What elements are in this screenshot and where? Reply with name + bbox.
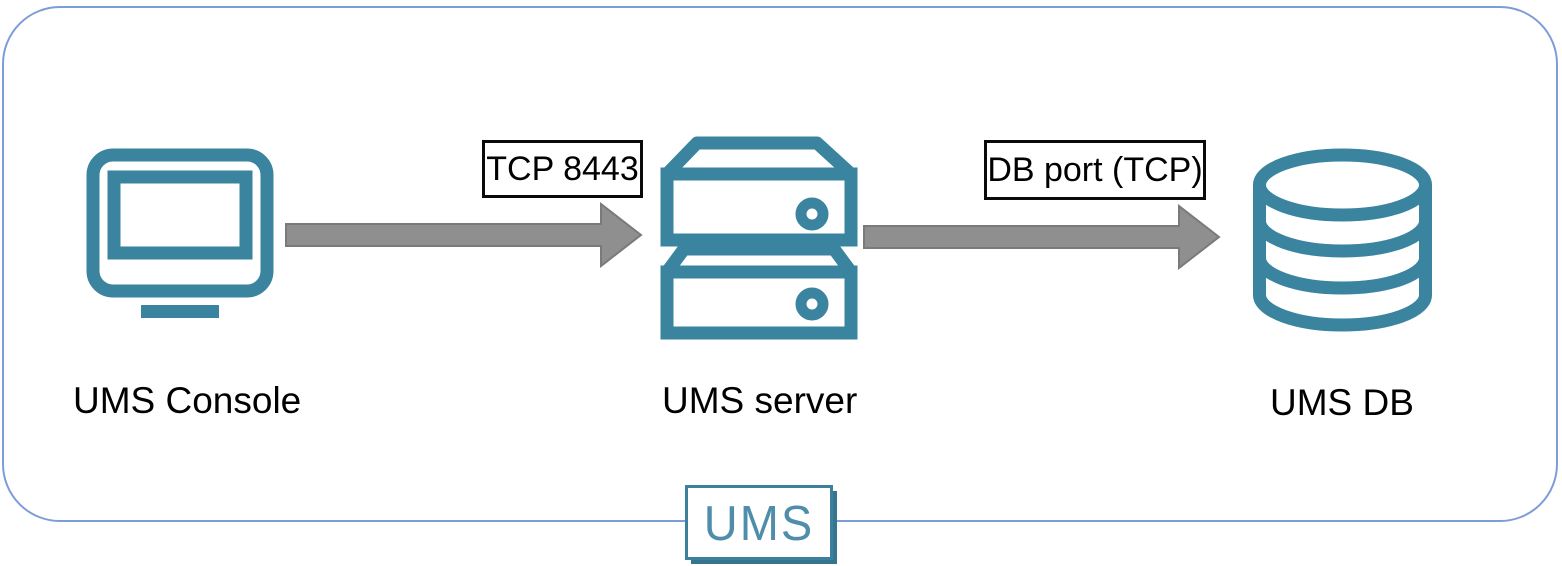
port-label-db-port: DB port (TCP) [984,140,1206,200]
server-icon [660,136,858,340]
ums-logo-text: UMS [703,494,815,551]
monitor-icon [85,146,275,321]
arrow-console-to-server [285,201,643,273]
node-label-ums-server: UMS server [662,380,858,421]
database-icon [1245,147,1440,335]
port-label-text: TCP 8443 [486,149,639,188]
node-label-ums-console: UMS Console [73,380,302,421]
arrow-server-to-db [863,203,1221,275]
ums-logo-badge: UMS [685,485,833,560]
port-label-text: DB port (TCP) [987,150,1203,189]
port-label-tcp-8443: TCP 8443 [482,140,643,198]
node-label-ums-db: UMS DB [1270,382,1414,423]
